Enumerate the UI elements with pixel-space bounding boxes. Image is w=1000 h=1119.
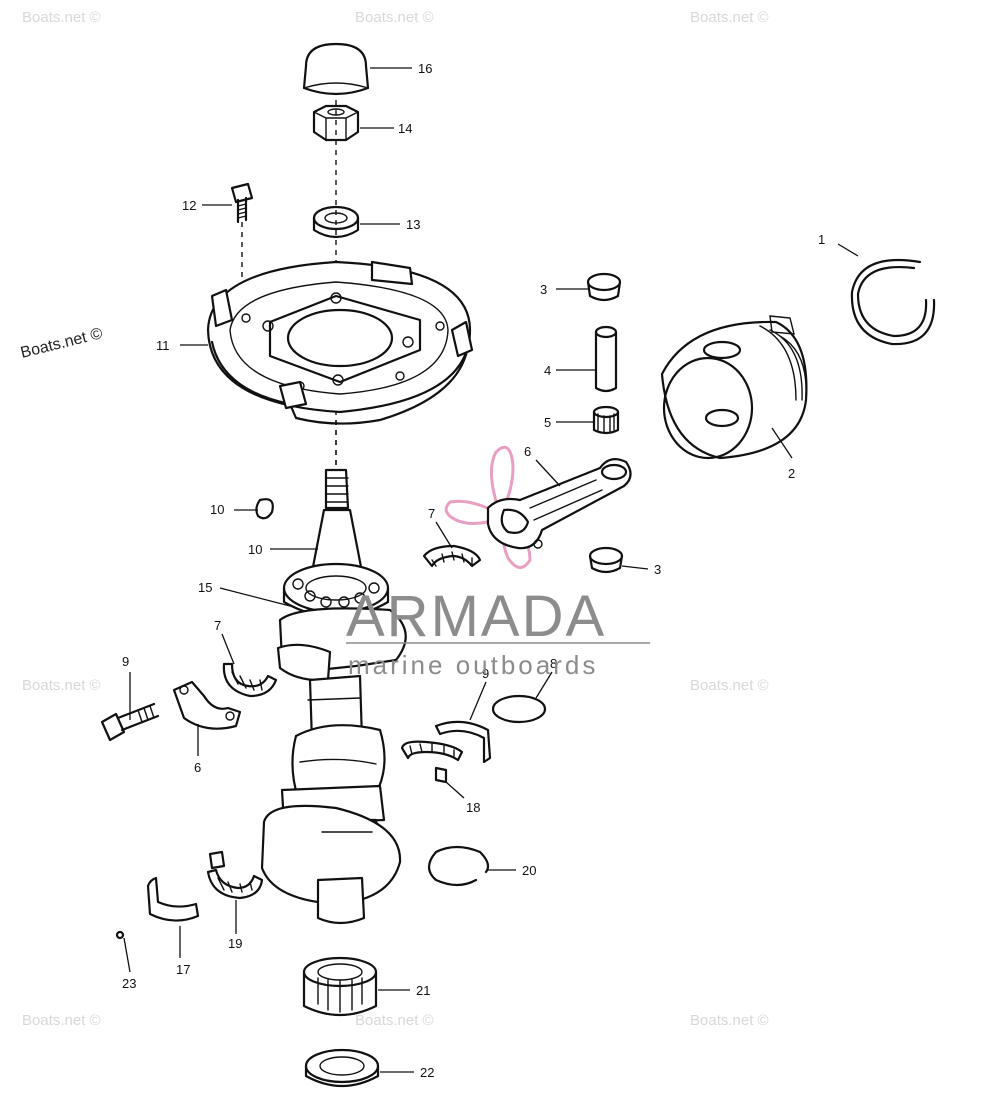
callout-7-upper: 7 <box>428 506 435 521</box>
part-15-crankshaft-taper <box>310 468 364 580</box>
callout-8: 8 <box>550 656 557 671</box>
callout-9-right: 9 <box>482 666 489 681</box>
leader-lines <box>123 67 859 1073</box>
callout-21: 15 <box>198 580 212 595</box>
part-17-stator-plate <box>206 260 474 425</box>
part-1-piston-ring-inner <box>856 266 928 338</box>
part-9-bearing-half-right <box>434 720 492 764</box>
part-18-bolt <box>230 182 254 224</box>
part-14-rod-bolt <box>100 702 160 742</box>
callout-18: 12 <box>182 198 196 213</box>
part-12-roller-bearing <box>302 956 378 1016</box>
part-22-nut-cap <box>302 42 370 96</box>
watermark: Boats.net © <box>22 9 101 26</box>
part-7-needle-bearing-lower <box>222 662 278 698</box>
callout-23: 23 <box>122 976 136 991</box>
part-4-piston-pin <box>594 325 618 393</box>
callout-6-rod: 6 <box>524 444 531 459</box>
part-13-oil-seal <box>304 1048 380 1087</box>
callout-7-lower: 7 <box>214 618 221 633</box>
callout-5: 5 <box>544 415 551 430</box>
part-21-ball-bearing <box>282 562 390 618</box>
watermark: Boats.net © <box>690 1012 769 1029</box>
callout-20: 14 <box>398 121 412 136</box>
callout-15: 10 <box>248 542 262 557</box>
callout-10-left: 19 <box>228 936 242 951</box>
callout-22: 16 <box>418 61 432 76</box>
watermark: Boats.net © <box>355 1012 434 1029</box>
callout-3-lower: 3 <box>654 562 661 577</box>
callout-2: 2 <box>788 466 795 481</box>
callout-10-right: 18 <box>466 800 480 815</box>
callout-12: 21 <box>416 983 430 998</box>
callout-4: 4 <box>544 363 551 378</box>
callout-13: 22 <box>420 1065 434 1080</box>
watermark: Boats.net © <box>22 1012 101 1029</box>
callout-6-cap: 6 <box>194 760 201 775</box>
callout-labels: 16 14 13 12 11 1 2 3 4 5 6 7 3 10 10 15 … <box>122 61 825 1080</box>
part-2-piston <box>660 315 808 460</box>
watermark: Boats.net © <box>355 9 434 26</box>
callout-16: 10 <box>210 502 224 517</box>
part-16-woodruff-key <box>255 498 274 520</box>
callout-3-upper: 3 <box>540 282 547 297</box>
part-5-wrist-pin-bearing <box>592 405 620 435</box>
callout-11: 20 <box>522 863 536 878</box>
part-8-snap-ring <box>491 694 547 724</box>
armada-brand: ARMADA marine outboards <box>346 584 650 680</box>
part-3-pin-lock-upper <box>586 272 622 302</box>
watermark: Boats.net © <box>690 677 769 694</box>
logo-blade <box>444 499 502 525</box>
callout-1: 1 <box>818 232 825 247</box>
part-3-pin-lock-lower <box>588 546 624 574</box>
brand-name: ARMADA <box>346 584 606 649</box>
callout-19: 13 <box>406 217 420 232</box>
part-7-needle-bearing-upper <box>422 544 482 568</box>
callout-17: 11 <box>156 338 170 353</box>
watermark: Boats.net © <box>22 677 101 694</box>
part-23-ball <box>115 930 125 940</box>
part-11-retaining-ring <box>427 845 490 887</box>
part-9-bearing-half-left <box>146 876 200 922</box>
callout-9-left: 17 <box>176 962 190 977</box>
watermark-main: Boats.net © <box>19 325 105 362</box>
part-6-rod-cap <box>172 680 242 730</box>
part-6-connecting-rod <box>486 457 632 550</box>
part-1-piston-ring <box>850 258 936 346</box>
part-10-needle-bearing-left <box>206 850 264 900</box>
crankshaft-body <box>260 607 407 925</box>
brand-tagline: marine outboards <box>348 650 598 680</box>
part-19-washer <box>312 205 360 239</box>
part-10-needle-bearing-right <box>400 740 464 784</box>
callout-14: 9 <box>122 654 129 669</box>
watermark: Boats.net © <box>690 9 769 26</box>
logo-blade <box>490 445 515 510</box>
